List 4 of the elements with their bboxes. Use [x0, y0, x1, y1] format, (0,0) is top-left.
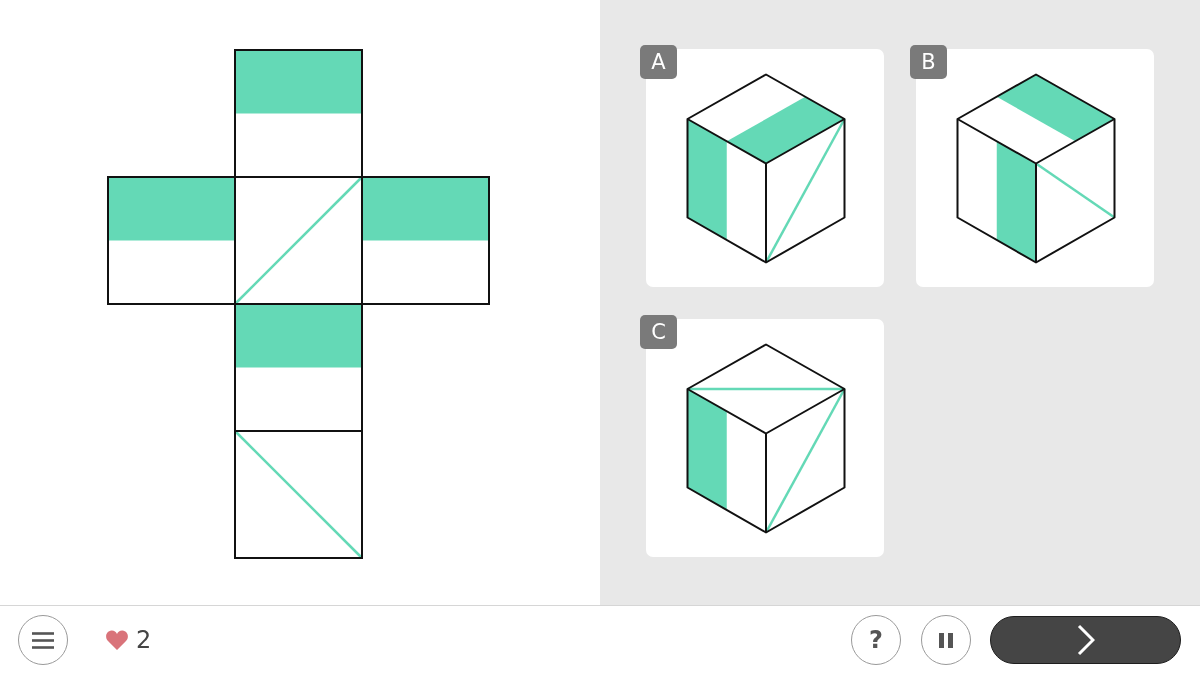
option-letter-badge: C — [640, 315, 677, 349]
lives-count: 2 — [136, 625, 152, 655]
option-letter-badge: B — [910, 45, 947, 79]
option-letter-badge: A — [640, 45, 677, 79]
